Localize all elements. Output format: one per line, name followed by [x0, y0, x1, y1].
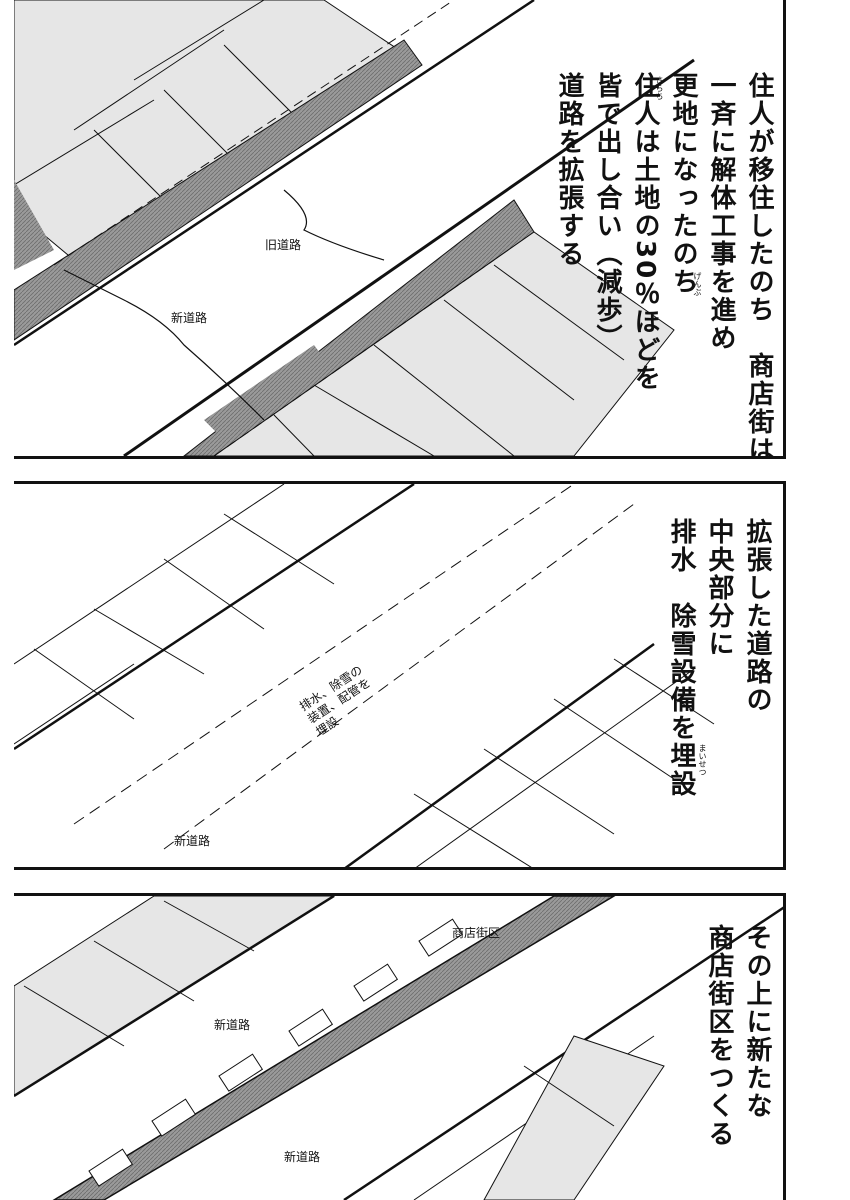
narration-line: 住人が移住したのち 商店街は — [744, 72, 774, 456]
narration-box-3: その上に新たな 商店街区をつくる — [674, 924, 774, 1174]
panel-1: 旧道路 新道路 住人が移住したのち 商店街は 一斉に解体工事を進め 更地になった… — [14, 0, 786, 456]
narration-line: 排水 除雪設備を埋設 — [666, 518, 696, 798]
narration-line: 更地になったのち — [668, 72, 698, 296]
new-road-label: 新道路 — [174, 834, 211, 848]
new-road-label: 新道路 — [171, 311, 208, 325]
panel-1-right-border — [783, 0, 786, 459]
narration-line: 拡張した道路の — [742, 518, 772, 714]
panel-3-top-border — [14, 893, 786, 896]
new-road-label: 新道路 — [214, 1018, 251, 1032]
panel-2-bottom-border — [14, 867, 786, 870]
panel-3: 商店街区 新道路 新道路 その上に新たな 商店街区をつくる — [14, 896, 786, 1200]
narration-line: 住人は土地の30％ほどを — [630, 72, 660, 393]
new-road-label: 新道路 — [284, 1150, 321, 1164]
panel-2-road-art — [14, 484, 715, 869]
panel-1-border — [14, 456, 786, 459]
narration-line: 皆で出し合い（減歩） — [592, 72, 622, 352]
old-road-label: 旧道路 — [265, 238, 302, 252]
panel-3-road-art — [14, 896, 786, 1200]
narration-line: その上に新たな — [742, 924, 772, 1120]
panel-1-road-art — [14, 0, 695, 456]
panel-3-right-border — [783, 893, 786, 1200]
narration-line: 中央部分に — [704, 518, 734, 658]
narration-box-2: 拡張した道路の 中央部分に 排水 除雪設備を埋設 まいせつ — [634, 518, 774, 828]
panel-2: 排水、除雪の 装置、配管を 埋設 新道路 拡張した道路の 中央部分に 排水 除雪… — [14, 484, 786, 869]
panel-2-top-border — [14, 481, 786, 484]
ruby-maisetsu: まいせつ — [698, 744, 707, 776]
shopping-block-label: 商店街区 — [452, 926, 501, 940]
ruby-sarachi: さらち — [655, 76, 664, 100]
narration-line: 道路を拡張する — [554, 72, 584, 268]
ruby-genbu: げんぶ — [693, 272, 702, 296]
narration-line: 商店街区をつくる — [704, 924, 734, 1148]
panel-2-right-border — [783, 481, 786, 870]
narration-box-1: 住人が移住したのち 商店街は 一斉に解体工事を進め 更地になったのち 住人は土地… — [544, 72, 776, 456]
narration-line: 一斉に解体工事を進め — [706, 72, 736, 352]
